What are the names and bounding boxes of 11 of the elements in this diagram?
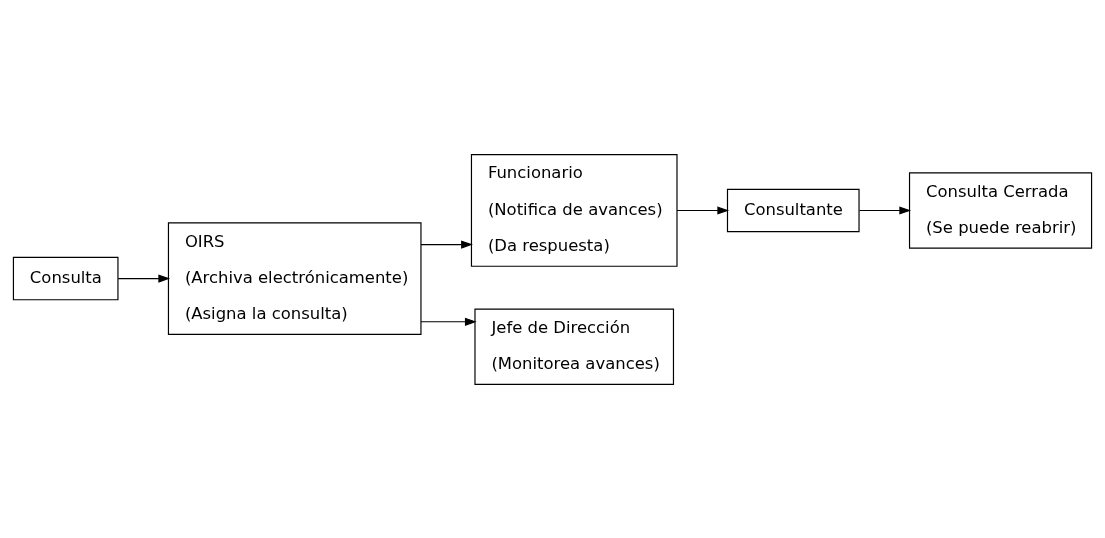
node-box: Consultante (726, 188, 860, 232)
arrow (420, 317, 477, 326)
node-box: Consulta (12, 256, 119, 300)
arrow (858, 205, 912, 215)
arrow (117, 274, 171, 283)
node-box: OIRS (Archiva electrónicamente) (Asigna la consulta) (167, 221, 422, 335)
arrow (676, 205, 730, 215)
node-box: Consulta Cerrada (Se puede reabrir) (908, 171, 1093, 249)
node-box: Funcionario (Notifica de avances) (Da respuesta) (470, 153, 678, 267)
arrow (420, 239, 473, 249)
node-box: Jefe de Dirección (Monitorea avances) (474, 308, 675, 385)
